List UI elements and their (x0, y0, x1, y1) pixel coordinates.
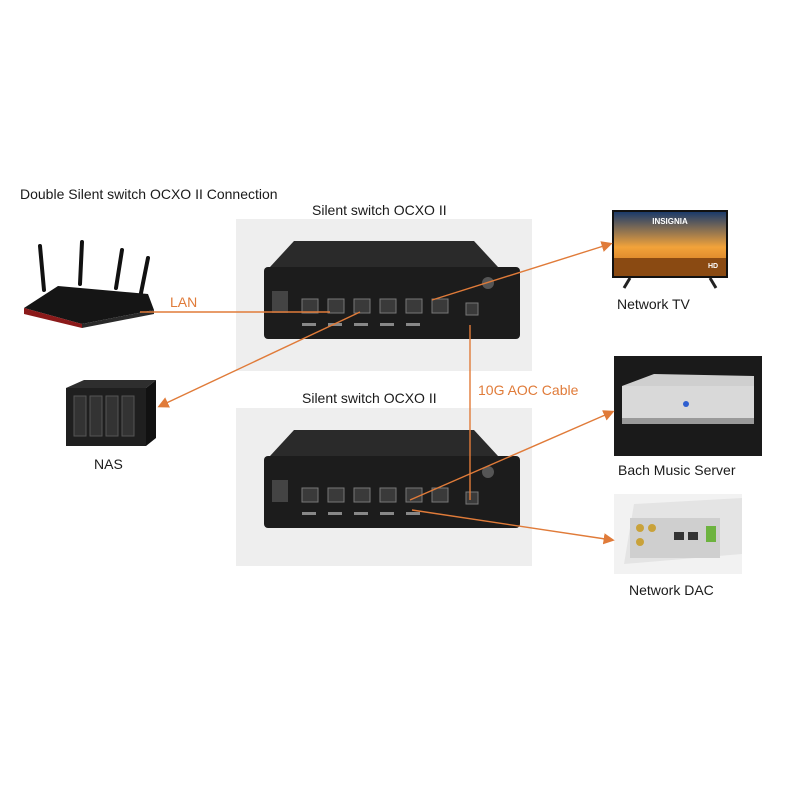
nas-wire (157, 311, 361, 408)
tv-brand: INSIGNIA (652, 217, 688, 226)
tv-icon: INSIGNIA HD (612, 210, 728, 289)
server-wire (409, 410, 615, 501)
tv-label: Network TV (617, 296, 690, 312)
nas-icon (66, 380, 156, 446)
dac-device (614, 494, 742, 574)
switch-top-label: Silent switch OCXO II (312, 202, 447, 218)
switch-bottom-device (264, 430, 520, 528)
server-device (614, 356, 762, 456)
lan-label: LAN (170, 294, 198, 310)
nas-device (66, 380, 156, 446)
switch-top-device (264, 241, 520, 339)
switch-bottom-label: Silent switch OCXO II (302, 390, 437, 406)
switch-top-photo (236, 219, 532, 371)
dac-icon (614, 494, 742, 574)
diagram-title: Double Silent switch OCXO II Connection (20, 186, 278, 202)
server-label: Bach Music Server (618, 462, 736, 478)
router-device (18, 238, 158, 328)
tv-badge: HD (708, 263, 718, 270)
router-icon (24, 240, 154, 328)
switch-bottom-photo (236, 408, 532, 566)
tv-wire (431, 241, 613, 301)
nas-label: NAS (94, 456, 123, 472)
dac-label: Network DAC (629, 582, 714, 598)
aoc-label: 10G AOC Cable (478, 382, 579, 398)
dac-wire (411, 509, 615, 545)
server-icon (614, 356, 762, 456)
tv-device: INSIGNIA HD (612, 210, 728, 290)
